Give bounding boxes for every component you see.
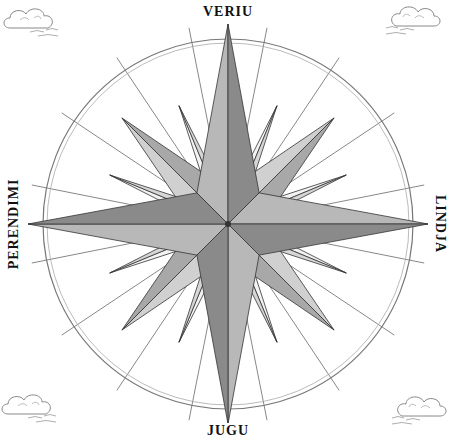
star-center [225, 221, 231, 227]
wind-clouds [2, 7, 446, 424]
wind-cloud [4, 9, 58, 36]
wind-cloud [392, 397, 446, 424]
compass-star [28, 24, 428, 424]
star-point-half [228, 224, 428, 255]
star-point-half [197, 24, 228, 224]
direction-label: LINDJA [432, 192, 448, 256]
direction-label: JUGU [204, 423, 252, 439]
direction-label: VERIU [200, 4, 256, 20]
star-point-half [28, 193, 228, 224]
wind-cloud [386, 7, 440, 34]
direction-label: PERENDIMI [6, 176, 22, 273]
star-point-half [197, 224, 228, 424]
star-point-half [228, 224, 259, 424]
wind-cloud [2, 395, 56, 422]
star-point-half [228, 24, 259, 224]
star-point-half [28, 224, 228, 255]
star-point-half [228, 193, 428, 224]
